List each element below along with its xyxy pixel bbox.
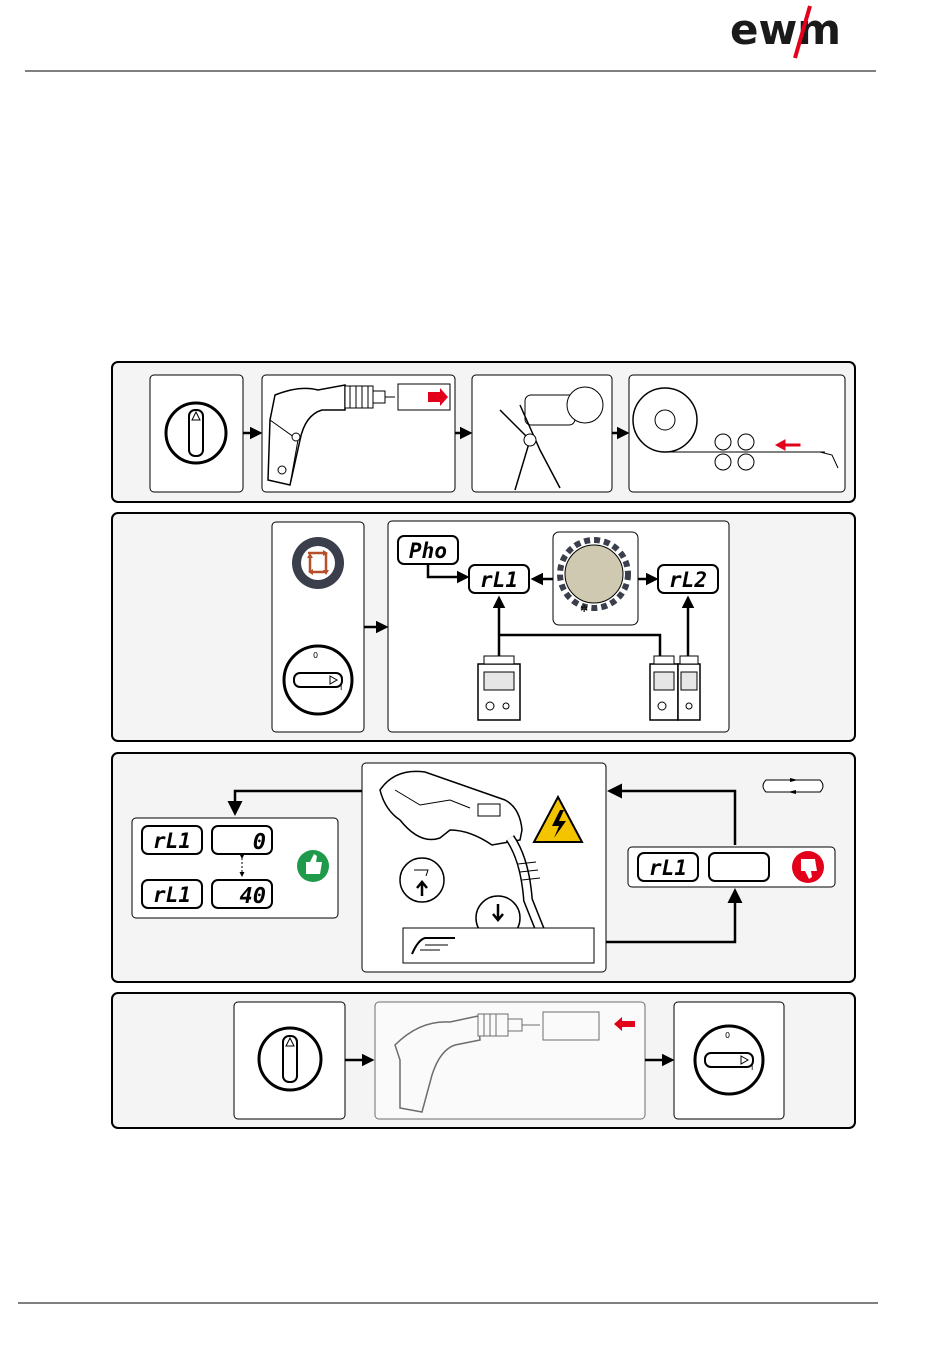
torch-mount-nozzle: [375, 1002, 645, 1119]
svg-text:rL1: rL1: [153, 883, 191, 907]
torch-remove-nozzle: [262, 375, 455, 492]
repeat-loop-icon: [763, 778, 823, 794]
display-rl1-b: rL1: [142, 880, 202, 908]
display-rl1: rL1: [469, 565, 529, 593]
thumbs-down-icon: [792, 851, 824, 883]
display-rl1-a: rL1: [142, 826, 202, 854]
thumbs-up-icon: [297, 850, 329, 882]
main-switch-on: 0 I: [284, 646, 352, 714]
svg-text:0: 0: [253, 830, 266, 855]
svg-text:40: 40: [240, 884, 267, 909]
switch-label-1-b: I: [751, 1063, 753, 1072]
display-rl1-c: rL1: [638, 853, 698, 881]
display-pho: Pho: [398, 536, 458, 564]
value-display-a: 0: [212, 826, 272, 855]
main-switch-off: [150, 375, 243, 492]
svg-text:Pho: Pho: [409, 539, 447, 563]
wire-inching-icon: [403, 928, 594, 963]
value-display-b: 40: [212, 880, 272, 909]
main-switch-off-2: [234, 1002, 345, 1119]
wire-cutter-step: [472, 375, 612, 492]
wire-spool-step: [629, 375, 845, 492]
value-display-c: [709, 853, 769, 881]
step2-panel: 0 I Pho rL1 ✲ rL2: [112, 513, 855, 741]
svg-text:rL2: rL2: [669, 568, 707, 592]
machine-single: [478, 656, 520, 720]
svg-text:✲: ✲: [580, 604, 588, 615]
switch-label-0-b: 0: [725, 1031, 730, 1040]
display-rl2: rL2: [658, 565, 718, 593]
svg-text:rL1: rL1: [480, 568, 518, 592]
main-switch-on-2: 0 I: [674, 1002, 784, 1119]
svg-text:rL1: rL1: [153, 829, 191, 853]
logo-wordmark: ewm: [730, 5, 841, 54]
trigger-release-icon: [400, 858, 444, 902]
step4-panel: 0 I: [112, 993, 855, 1128]
machine-double: [650, 656, 700, 720]
switch-label-0: 0: [313, 651, 318, 660]
step3-panel: rL1 0 rL1 40: [112, 753, 855, 982]
header-logo: ewm: [730, 5, 841, 58]
svg-text:rL1: rL1: [649, 856, 687, 880]
switch-label-1: I: [340, 683, 342, 692]
rotary-knob-icon: ✲: [553, 532, 638, 625]
rotate-arrows-icon: [292, 537, 344, 589]
step1-panel: [112, 362, 855, 502]
